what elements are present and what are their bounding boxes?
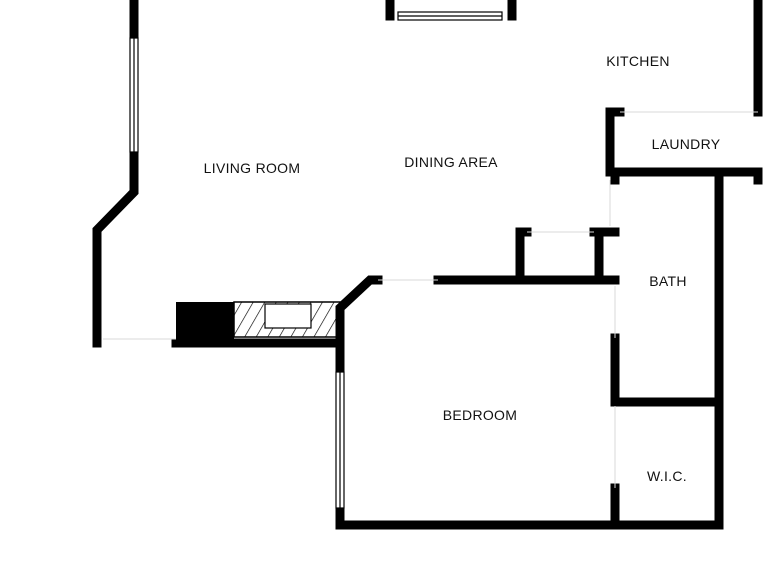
wall-niche — [515, 227, 620, 285]
fireplace-firebox — [264, 303, 312, 329]
wall-bedroom-angle — [335, 275, 383, 377]
wall-top-bay — [385, 0, 517, 21]
room-label-bath: BATH — [649, 273, 687, 289]
room-label-wic: W.I.C. — [647, 468, 687, 484]
openings — [103, 111, 758, 488]
wall-bedroom-bottom — [335, 503, 724, 530]
room-label-laundry: LAUNDRY — [652, 136, 721, 152]
wall-laundry — [605, 107, 763, 185]
walls — [92, 0, 763, 530]
room-label-dining-area: DINING AREA — [404, 154, 498, 170]
fireplace-mass — [176, 302, 234, 343]
windows — [129, 11, 503, 509]
room-label-living-room: LIVING ROOM — [204, 160, 301, 176]
wall-living-bay — [92, 147, 139, 348]
room-label-bedroom: BEDROOM — [443, 407, 517, 423]
fireplace — [176, 301, 341, 343]
room-label-kitchen: KITCHEN — [606, 53, 670, 69]
